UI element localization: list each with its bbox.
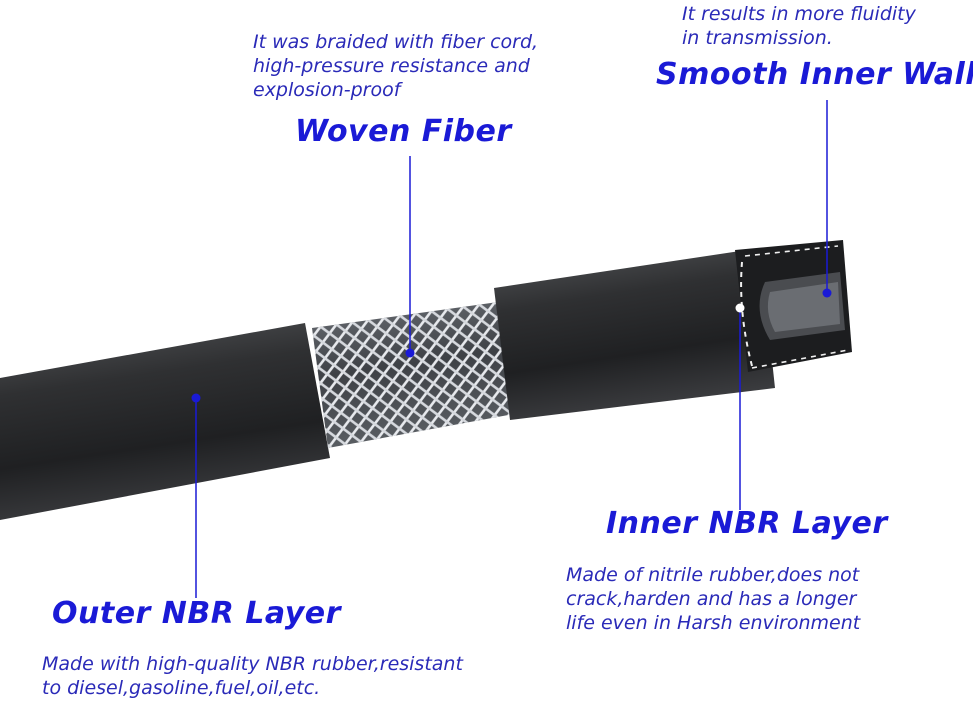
outer-nbr-dot <box>191 393 201 403</box>
smooth-wall-title: Smooth Inner Wall <box>656 57 973 92</box>
woven-fiber-desc-line-2: high-pressure resistance and <box>253 55 530 77</box>
outer-nbr-description: Made with high-quality NBR rubber,resist… <box>42 652 463 700</box>
inner-nbr-desc-line-2: crack,harden and has a longer <box>566 588 857 610</box>
outer-nbr-desc-line-2: to diesel,gasoline,fuel,oil,etc. <box>42 677 321 699</box>
woven-fiber-dot <box>405 348 415 358</box>
woven-fiber-description: It was braided with fiber cord, high-pre… <box>253 30 538 102</box>
smooth-wall-description: It results in more fluidity in transmiss… <box>682 2 916 50</box>
smooth-wall-dot <box>822 288 832 298</box>
inner-nbr-description: Made of nitrile rubber,does not crack,ha… <box>566 563 860 635</box>
inner-hose-right <box>494 248 775 420</box>
outer-hose-left <box>0 323 330 520</box>
inner-nbr-title: Inner NBR Layer <box>606 506 888 541</box>
smooth-wall-desc-line-1: It results in more fluidity <box>682 3 916 25</box>
woven-fiber-title: Woven Fiber <box>295 114 512 149</box>
woven-fiber-desc-line-3: explosion-proof <box>253 79 401 101</box>
smooth-wall-desc-line-2: in transmission. <box>682 27 833 49</box>
inner-nbr-desc-line-1: Made of nitrile rubber,does not <box>566 564 860 586</box>
outer-nbr-title: Outer NBR Layer <box>52 596 341 631</box>
outer-nbr-desc-line-1: Made with high-quality NBR rubber,resist… <box>42 653 463 675</box>
inner-nbr-desc-line-3: life even in Harsh environment <box>566 612 861 634</box>
inner-nbr-dot <box>735 303 745 313</box>
woven-fiber-desc-line-1: It was braided with fiber cord, <box>253 31 539 53</box>
